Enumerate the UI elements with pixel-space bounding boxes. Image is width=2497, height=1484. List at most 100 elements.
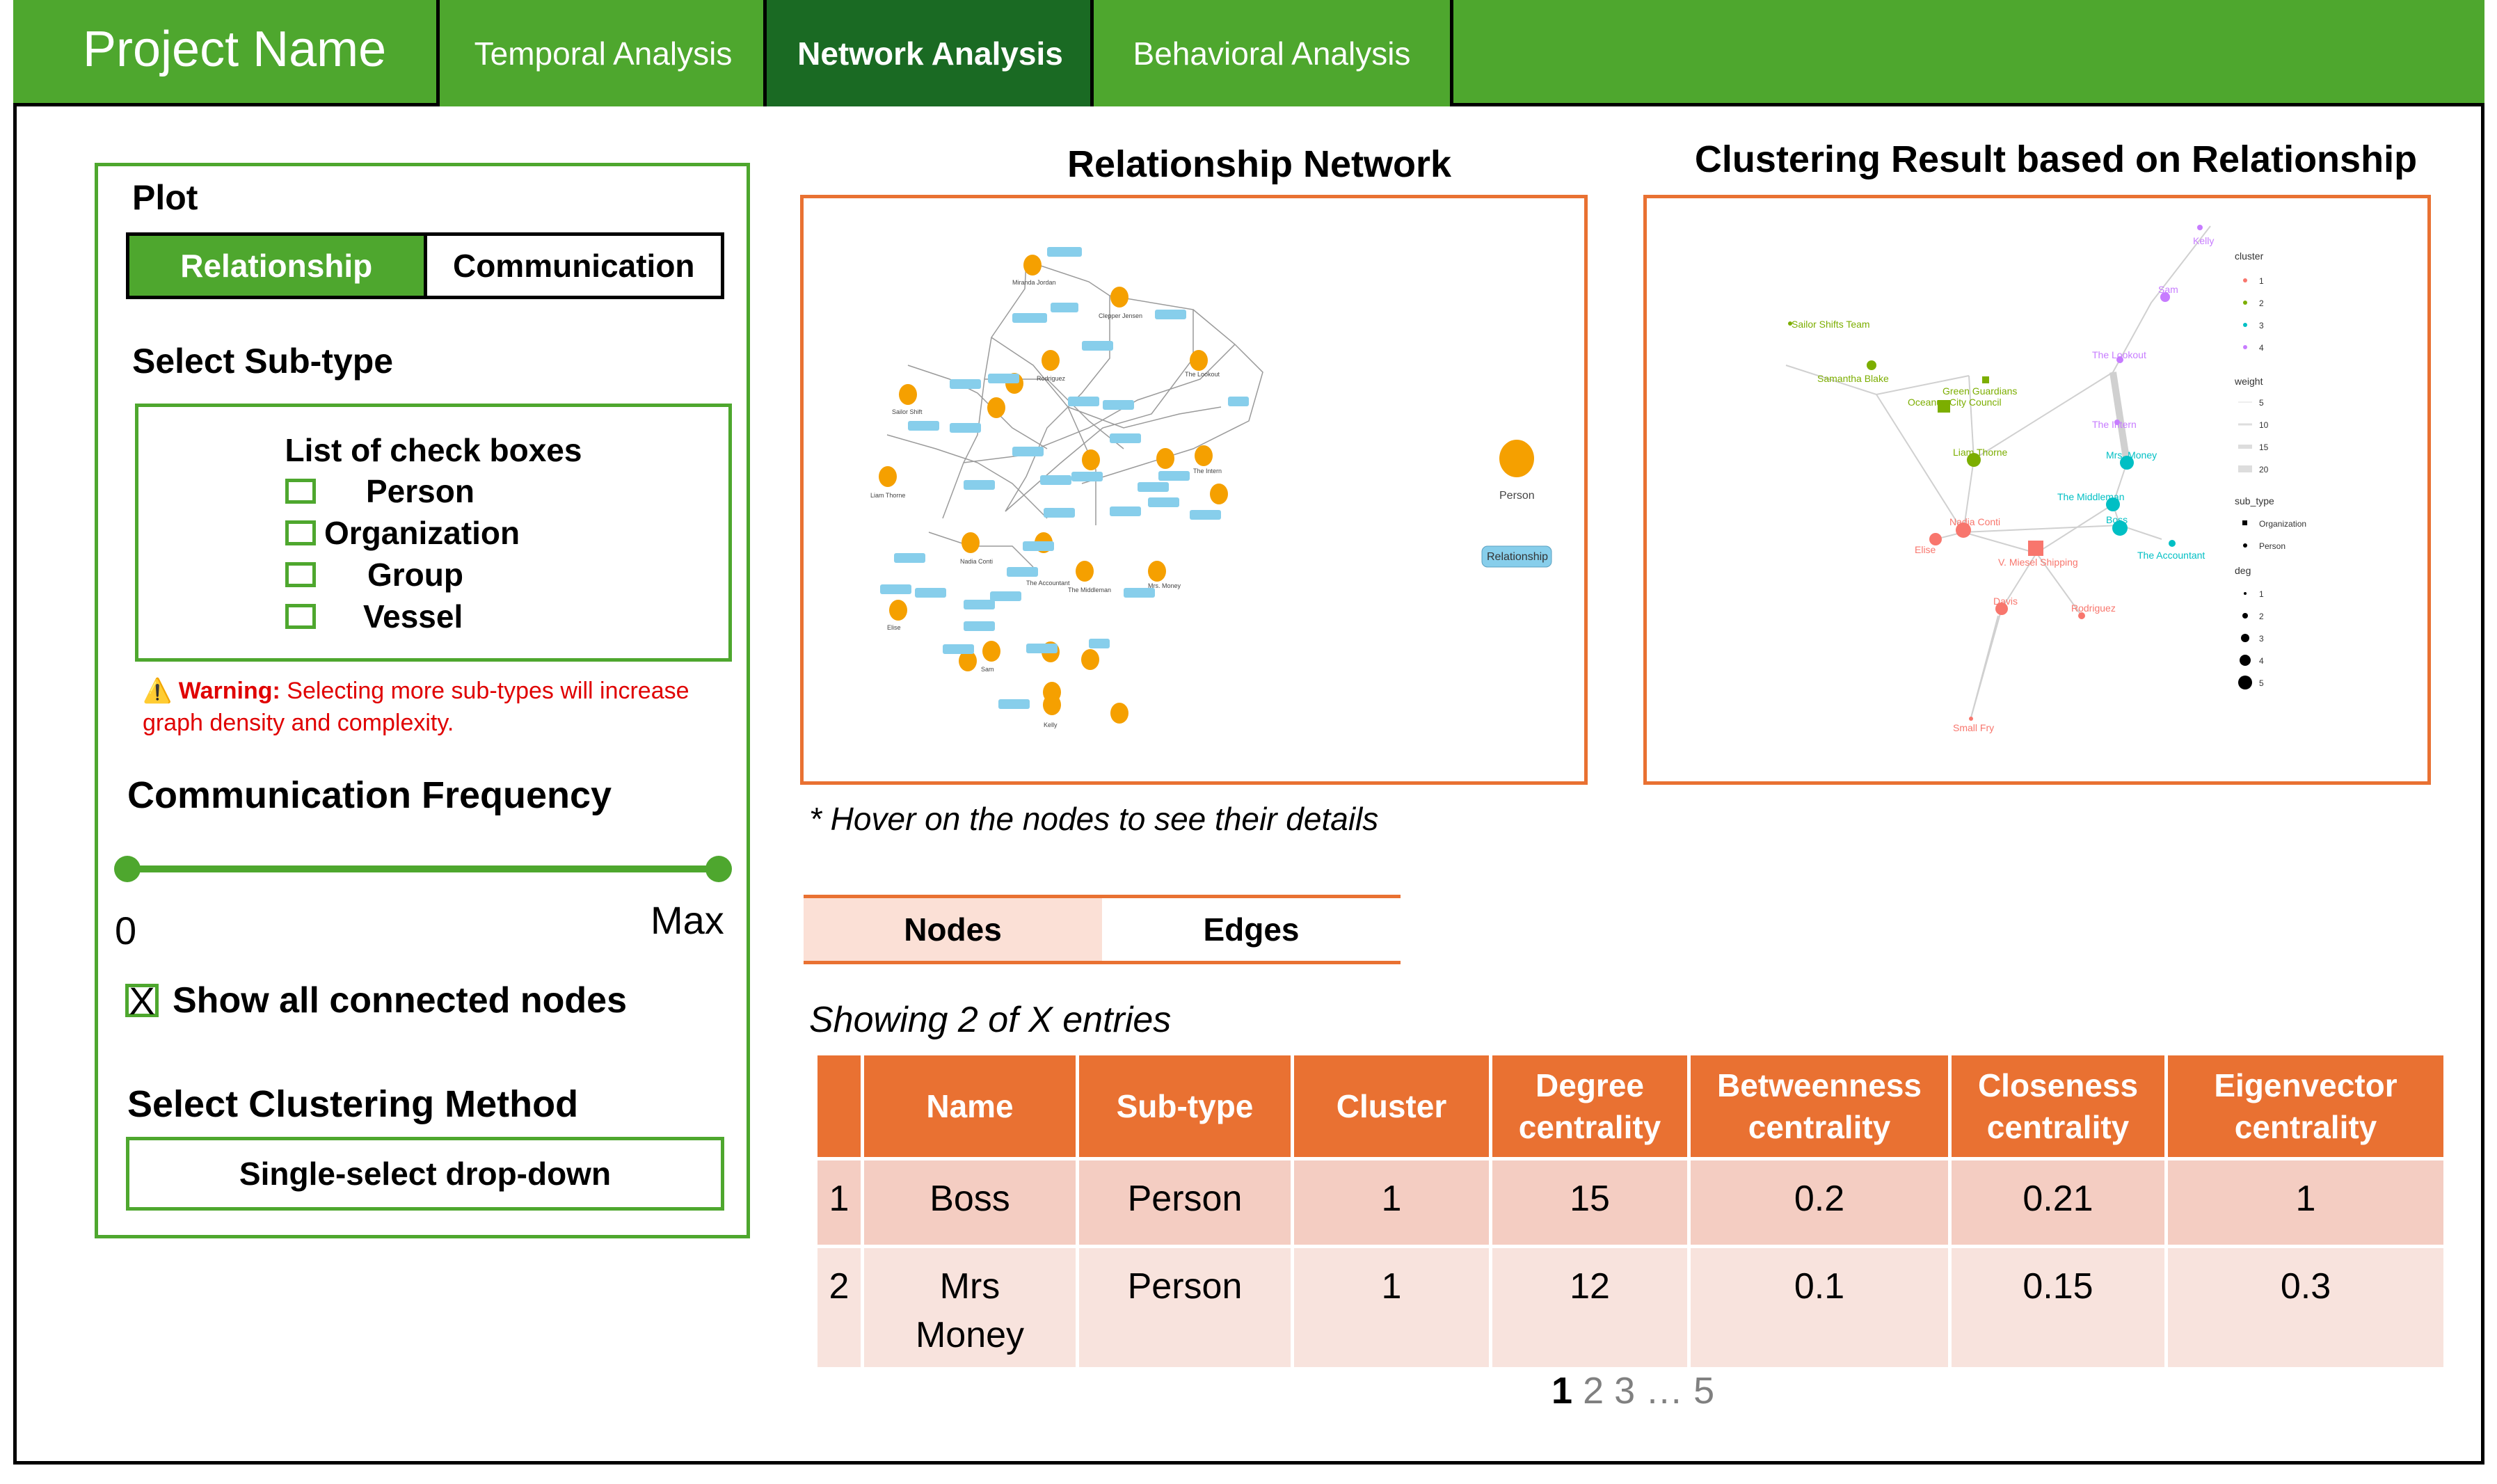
page-others[interactable]: 2 3 … 5 (1583, 1370, 1715, 1412)
column-header-subtype[interactable]: Sub-type (1076, 1052, 1294, 1160)
cluster-node[interactable] (2120, 456, 2134, 470)
column-header-cluster[interactable]: Cluster (1291, 1052, 1492, 1160)
column-header-degree[interactable]: Degree centrality (1489, 1052, 1691, 1160)
legend-person-node (1499, 440, 1534, 477)
network-node[interactable] (879, 466, 897, 487)
network-node[interactable] (1076, 561, 1094, 582)
frequency-slider-track[interactable] (127, 865, 718, 872)
cluster-node[interactable] (2160, 292, 2170, 302)
cluster-node[interactable] (2078, 612, 2085, 619)
network-node[interactable] (959, 651, 977, 671)
checkbox-vessel[interactable]: Vessel (285, 598, 586, 635)
checkbox-group[interactable]: Group (285, 557, 590, 593)
table-row[interactable]: 1 Boss Person 1 15 0.2 0.21 1 (814, 1157, 2447, 1248)
svg-text:3: 3 (2259, 634, 2264, 644)
cell-degree: 12 (1489, 1245, 1691, 1371)
checkbox-organization[interactable]: Organization (285, 515, 547, 551)
network-node[interactable] (1043, 694, 1061, 715)
svg-text:2: 2 (2259, 612, 2264, 621)
checkbox-label: Group (367, 557, 463, 593)
column-header-eigenvector[interactable]: Eigenvector centrality (2164, 1052, 2447, 1160)
toggle-communication-button[interactable]: Communication (426, 236, 721, 296)
cluster-node[interactable] (1788, 321, 1792, 326)
tab-nodes[interactable]: Nodes (804, 898, 1102, 961)
pagination: 1 2 3 … 5 (1551, 1369, 1714, 1412)
svg-text:Sam: Sam (2158, 284, 2178, 295)
network-node[interactable] (1195, 445, 1213, 466)
project-name: Project Name (83, 22, 387, 77)
network-node[interactable] (1190, 350, 1208, 371)
tab-temporal-analysis[interactable]: Temporal Analysis (436, 0, 767, 106)
network-node[interactable] (889, 600, 907, 621)
checkbox-square[interactable] (285, 604, 316, 629)
tab-network-analysis[interactable]: Network Analysis (763, 0, 1094, 106)
network-node[interactable] (1110, 703, 1128, 724)
slider-max-handle[interactable] (705, 856, 732, 882)
cluster-node[interactable] (2197, 225, 2203, 230)
clustering-result-plot[interactable]: Kelly Sam Sailor Shifts Team Samantha Bl… (1643, 195, 2431, 785)
cluster-nodes[interactable] (1788, 225, 2203, 721)
legend-relationship-chip (1481, 545, 1552, 568)
relationship-network-plot[interactable]: Miranda Jordan Clepper Jensen Rodriguez … (800, 195, 1588, 785)
network-node[interactable] (987, 397, 1005, 418)
network-node[interactable] (1148, 561, 1166, 582)
checkbox-square[interactable] (285, 479, 316, 504)
cluster-node[interactable] (2116, 356, 2123, 363)
toggle-relationship-button[interactable]: Relationship (129, 236, 427, 296)
svg-text:5: 5 (2259, 398, 2264, 408)
cluster-node[interactable] (1929, 533, 1942, 545)
svg-text:Elise: Elise (1915, 544, 1936, 555)
network-graph-svg[interactable]: Miranda Jordan Clepper Jensen Rodriguez … (804, 198, 1584, 781)
checkbox-label: Person (366, 473, 474, 509)
node-metrics-table: Name Sub-type Cluster Degree centrality … (814, 1052, 2447, 1371)
show-all-checkbox[interactable]: X (125, 982, 159, 1021)
cluster-edges (1785, 225, 2211, 721)
cluster-node[interactable] (2112, 520, 2128, 536)
clustering-graph-svg[interactable]: Kelly Sam Sailor Shifts Team Samantha Bl… (1647, 198, 2427, 781)
top-nav-bar: Project Name Temporal Analysis Network A… (13, 0, 2484, 106)
checkbox-square[interactable] (285, 520, 316, 545)
cluster-node[interactable] (1938, 400, 1950, 413)
page-current[interactable]: 1 (1551, 1370, 1573, 1412)
column-header-betweenness[interactable]: Betweenness centrality (1687, 1052, 1952, 1160)
cluster-node[interactable] (1969, 717, 1973, 721)
network-node[interactable] (1081, 649, 1099, 670)
tab-edges[interactable]: Edges (1102, 898, 1401, 961)
cell-cluster: 1 (1291, 1245, 1492, 1371)
cluster-node[interactable] (2114, 420, 2120, 425)
network-node[interactable] (899, 384, 917, 405)
cluster-node[interactable] (2028, 541, 2043, 556)
network-node[interactable] (1210, 484, 1228, 504)
svg-text:Sam: Sam (981, 666, 994, 673)
network-node[interactable] (1082, 449, 1100, 470)
svg-text:The Intern: The Intern (1193, 468, 1222, 474)
network-node[interactable] (1023, 255, 1042, 276)
network-node[interactable] (962, 532, 980, 553)
network-node[interactable] (1156, 448, 1174, 469)
column-header-name[interactable]: Name (861, 1052, 1079, 1160)
cluster-node[interactable] (1995, 603, 2008, 615)
cluster-node[interactable] (2106, 497, 2120, 511)
clustering-method-dropdown[interactable]: Single-select drop-down (126, 1137, 724, 1211)
cluster-node[interactable] (1967, 453, 1981, 467)
checkbox-person[interactable]: Person (285, 473, 589, 509)
svg-text:V. Miesel Shipping: V. Miesel Shipping (1998, 557, 2078, 568)
svg-text:The Intern: The Intern (2092, 419, 2137, 430)
svg-text:Samantha Blake: Samantha Blake (1817, 373, 1889, 384)
slider-min-handle[interactable] (114, 856, 141, 882)
cluster-node[interactable] (1956, 522, 1971, 538)
table-row[interactable]: 2 Mrs Money Person 1 12 0.1 0.15 0.3 (814, 1245, 2447, 1371)
network-node[interactable] (982, 641, 1000, 662)
tab-behavioral-analysis[interactable]: Behavioral Analysis (1090, 0, 1453, 106)
cluster-node[interactable] (2169, 540, 2176, 547)
show-all-connected-toggle[interactable]: X Show all connected nodes (125, 980, 627, 1021)
svg-text:Nadia Conti: Nadia Conti (1949, 516, 2000, 527)
network-node[interactable] (1042, 350, 1060, 371)
cluster-node[interactable] (1982, 376, 1989, 383)
svg-text:deg: deg (2235, 565, 2251, 576)
network-node[interactable] (1110, 287, 1128, 308)
checkbox-square[interactable] (285, 562, 316, 587)
checkbox-label: Vessel (363, 598, 463, 635)
column-header-closeness[interactable]: Closeness centrality (1948, 1052, 2168, 1160)
cluster-node[interactable] (1867, 360, 1876, 370)
